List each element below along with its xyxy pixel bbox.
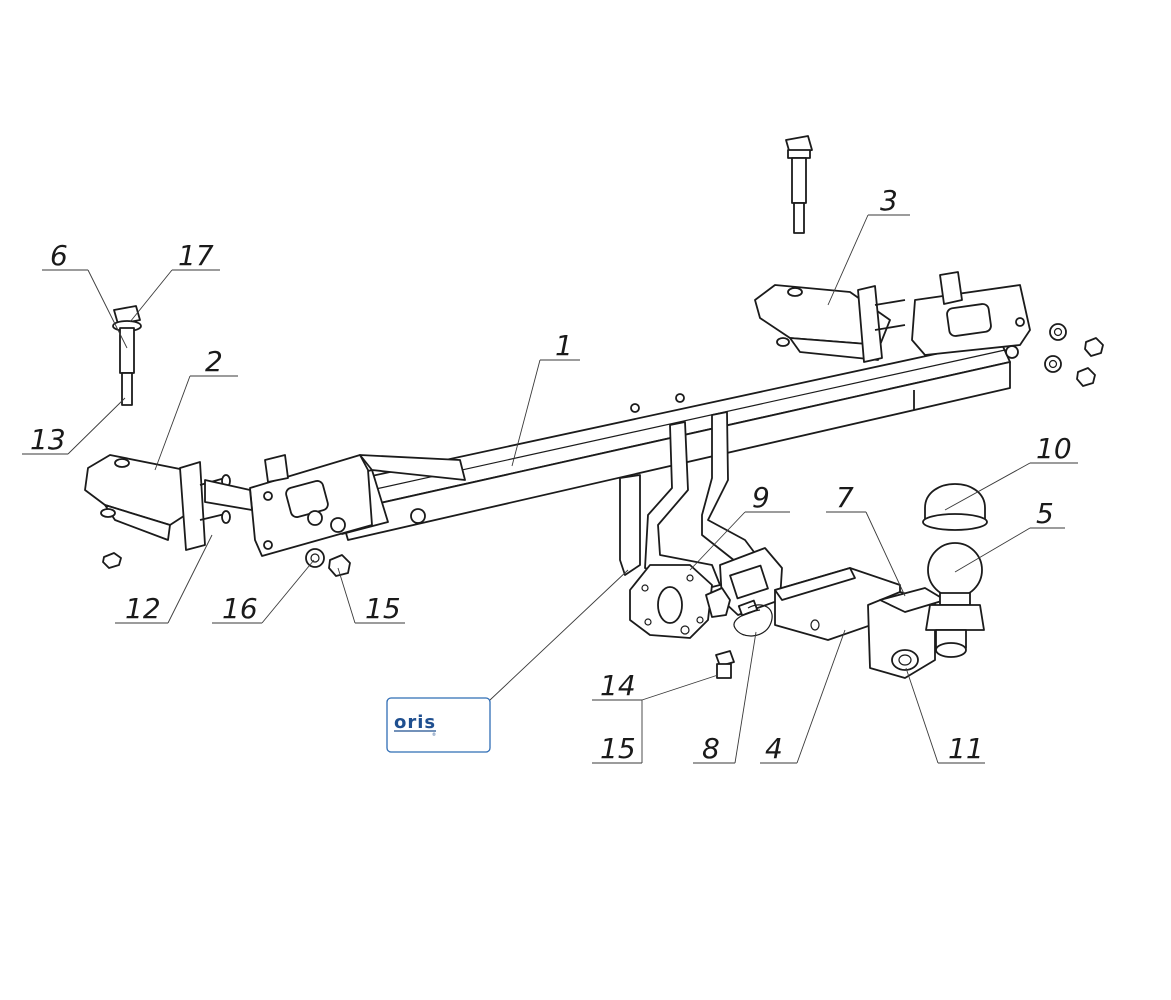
- leader-lines: [22, 214, 1078, 764]
- callout-8: 8: [702, 732, 720, 765]
- upper-bolt: [785, 135, 813, 234]
- callout-6: 6: [50, 239, 68, 272]
- left-nuts-washers: [102, 548, 351, 577]
- left-bracket: [84, 454, 253, 551]
- ball-mount: [867, 587, 946, 679]
- callout-3: 3: [880, 184, 898, 217]
- left-bolt: [112, 305, 142, 406]
- callout-13: 13: [30, 423, 66, 456]
- callout-2: 2: [205, 345, 223, 378]
- socket-plate: [629, 564, 713, 639]
- r-clip: [733, 604, 773, 637]
- small-bolt: [715, 650, 735, 679]
- callout-11: 11: [948, 732, 984, 765]
- right-nuts-washers: [1044, 323, 1104, 387]
- left-mounting-plate: [249, 454, 466, 557]
- callout-labels: 1 2 3 6 17 13 12 16 15 9 10 7 5 14 15 8 …: [30, 184, 1072, 765]
- right-bracket: [754, 271, 1031, 410]
- brand-logo-sub: ®: [432, 732, 436, 737]
- callout-14: 14: [600, 669, 636, 702]
- callout-12: 12: [125, 592, 161, 625]
- callout-15-lower: 15: [600, 732, 636, 765]
- callout-15-upper: 15: [365, 592, 401, 625]
- ball-cap: [922, 483, 988, 531]
- callout-7: 7: [836, 481, 854, 514]
- hitch-receiver: [705, 547, 783, 618]
- callout-1: 1: [555, 329, 573, 362]
- callout-16: 16: [222, 592, 258, 625]
- callout-4: 4: [765, 732, 783, 765]
- brand-logo: oris ®: [386, 697, 491, 753]
- callout-9: 9: [752, 481, 770, 514]
- tow-ball: [925, 542, 985, 658]
- callout-10: 10: [1036, 432, 1072, 465]
- callout-5: 5: [1036, 497, 1054, 530]
- callout-17: 17: [178, 239, 214, 272]
- mount-nut: [891, 649, 919, 671]
- brand-logo-text: oris: [394, 712, 436, 733]
